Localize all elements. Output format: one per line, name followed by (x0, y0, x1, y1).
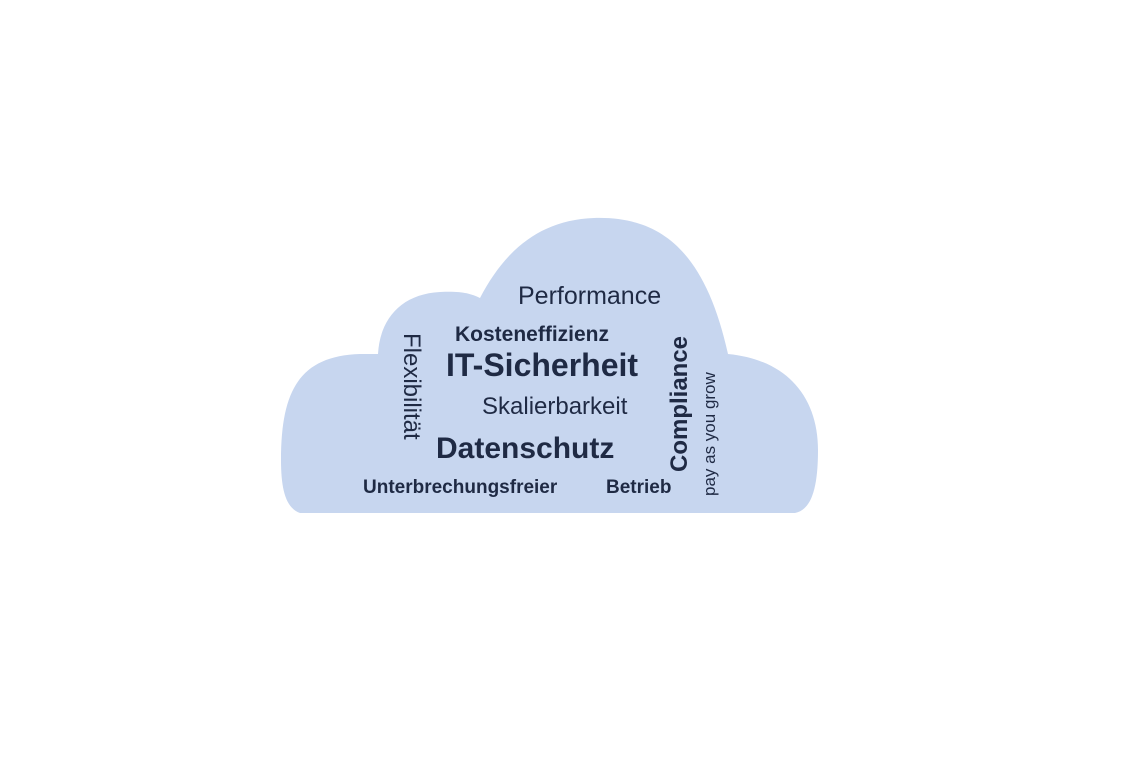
word-datenschutz: Datenschutz (436, 432, 614, 465)
word-unterbrechungsfreier: Unterbrechungsfreier (363, 477, 558, 498)
word-performance: Performance (518, 282, 661, 310)
cloud-shape (281, 217, 818, 513)
word-flexibilitaet: Flexibilität (398, 333, 425, 440)
word-skalierbarkeit: Skalierbarkeit (482, 393, 628, 420)
word-kosteneffizienz: Kosteneffizienz (455, 323, 609, 346)
cloud-body (281, 217, 818, 513)
word-compliance: Compliance (666, 336, 693, 472)
word-betrieb: Betrieb (606, 477, 671, 498)
word-it-sicherheit: IT-Sicherheit (446, 347, 638, 383)
word-list: Performance Kosteneffizienz IT-Sicherhei… (363, 282, 719, 498)
word-pay-as-you-grow: pay as you grow (700, 371, 719, 496)
